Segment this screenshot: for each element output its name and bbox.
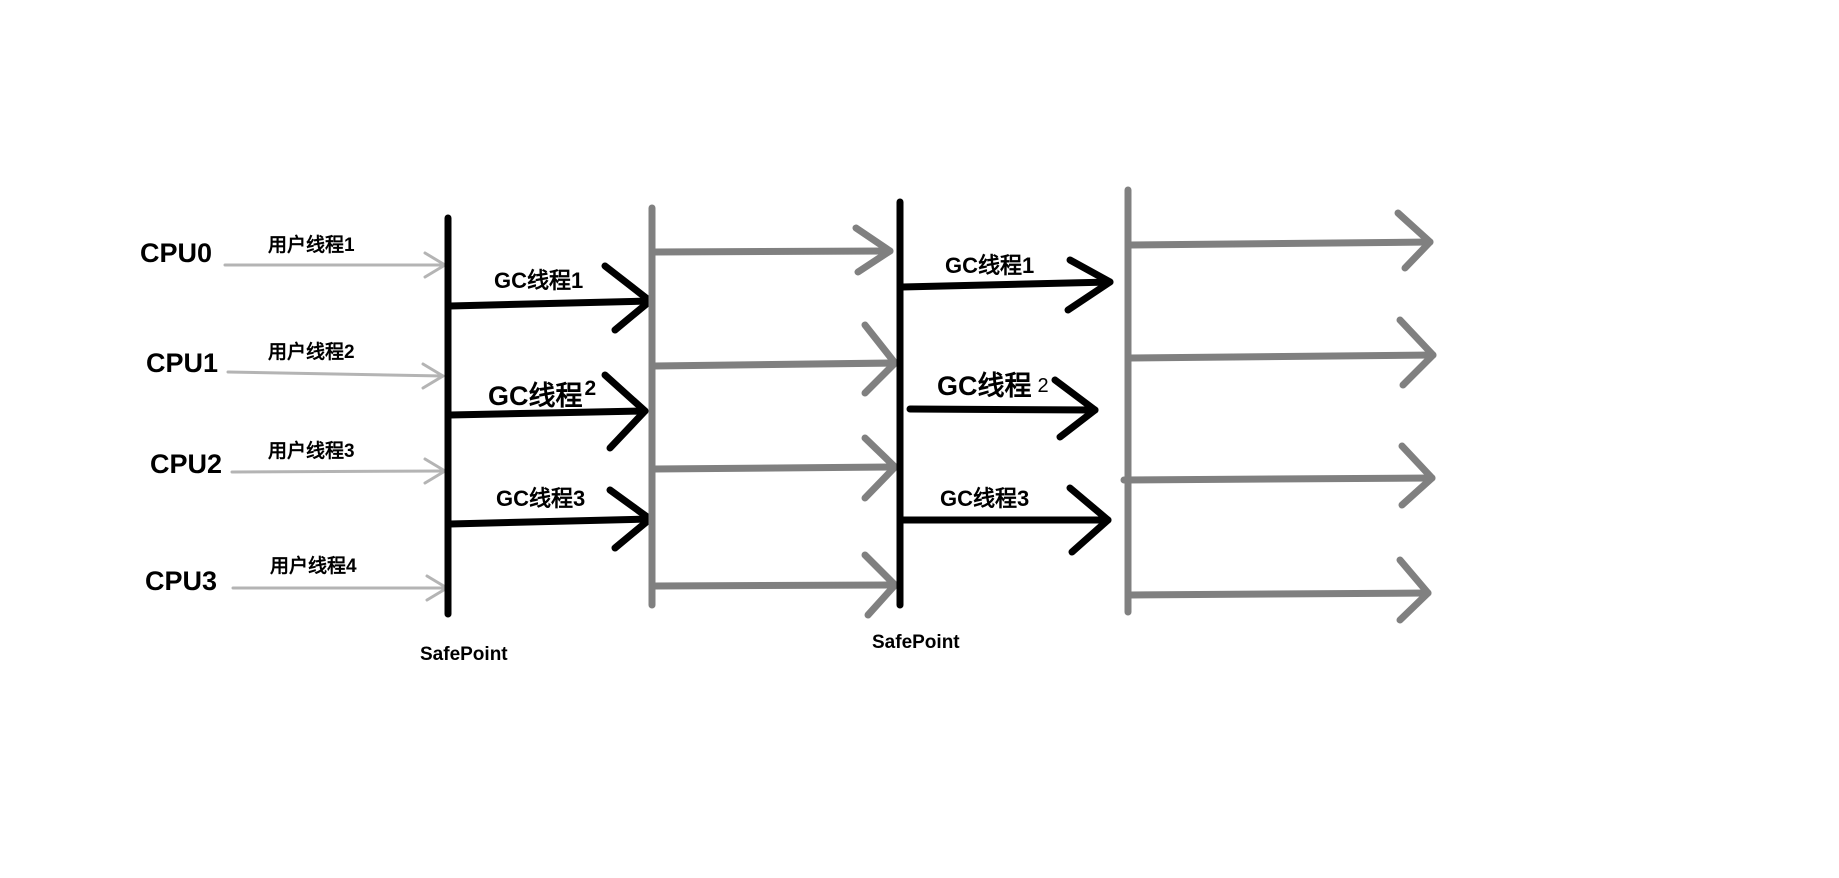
gc-thread-label: GC线程1 — [494, 268, 584, 293]
gc2-phase1-arrow — [446, 407, 649, 419]
gray-arrow-1d-head — [861, 551, 899, 619]
gc3-phase1-arrow — [446, 515, 654, 528]
gc3-phase2-arrowhead — [1066, 484, 1112, 556]
gray-arrow-2a — [1126, 238, 1434, 249]
gc1-phase2-arrow — [898, 278, 1114, 291]
cpu-label: CPU0 — [140, 238, 213, 268]
gray-phase-2 — [1120, 186, 1437, 624]
user-thread-arrows — [223, 251, 449, 602]
gc-thread-label: GC线程3 — [496, 486, 586, 511]
gc1-phase1-arrowhead — [601, 262, 654, 334]
safepoint-label: SafePoint — [420, 644, 508, 665]
gray-arrow-1c — [650, 463, 899, 473]
gray-arrow-1b — [650, 359, 899, 370]
cpu-label: CPU1 — [146, 348, 219, 378]
gray-arrow-1c-head — [861, 434, 899, 502]
gc-thread-label-suffix: 2 — [1037, 375, 1049, 397]
gc-thread-label: GC线程1 — [945, 253, 1035, 278]
gray-arrow-1b-head — [861, 321, 899, 397]
gray-arrow-1a — [650, 247, 894, 256]
gc-thread-label: GC线程2 — [488, 374, 596, 413]
gray-arrow-2b — [1126, 351, 1437, 362]
user-thread-3-arrow — [230, 469, 447, 474]
user-thread-2-arrowhead — [421, 362, 445, 390]
phase2-black — [896, 198, 1114, 609]
gc-thread-label-text: GC线程 — [488, 381, 583, 411]
gray-arrow-1d — [650, 581, 899, 590]
gc2-phase2-arrow — [906, 405, 1099, 414]
user-thread-label: 用户线程3 — [268, 441, 355, 462]
gc-thread-label: GC线程3 — [940, 486, 1030, 511]
cpu-label: CPU2 — [150, 449, 223, 479]
gc2-phase1-arrowhead — [601, 371, 649, 452]
gc1-phase1-arrow — [446, 297, 654, 310]
user-thread-label: 用户线程4 — [270, 556, 357, 577]
gray-arrow-2c — [1120, 474, 1436, 484]
gray-arrow-1a-head — [852, 224, 894, 276]
user-thread-2-arrow — [226, 370, 445, 378]
gray-arrow-2a-head — [1394, 209, 1434, 272]
safepoint-label: SafePoint — [872, 632, 960, 653]
gray-arrow-2b-head — [1396, 316, 1437, 389]
gray-phase-1 — [648, 204, 899, 619]
phase1-black — [444, 214, 654, 618]
gray-arrow-2d — [1126, 589, 1432, 599]
gray-arrow-2d-head — [1396, 556, 1432, 624]
user-thread-label: 用户线程2 — [268, 342, 355, 363]
gc-thread-label-superscript: 2 — [584, 377, 597, 400]
user-thread-label: 用户线程1 — [268, 235, 355, 256]
gc-thread-label-text: GC线程 — [937, 371, 1032, 401]
gray-arrow-2c-head — [1398, 442, 1436, 509]
gc1-phase2-arrowhead — [1064, 256, 1114, 314]
cpu-label: CPU3 — [145, 566, 218, 596]
gc2-phase2-arrowhead — [1051, 376, 1099, 441]
